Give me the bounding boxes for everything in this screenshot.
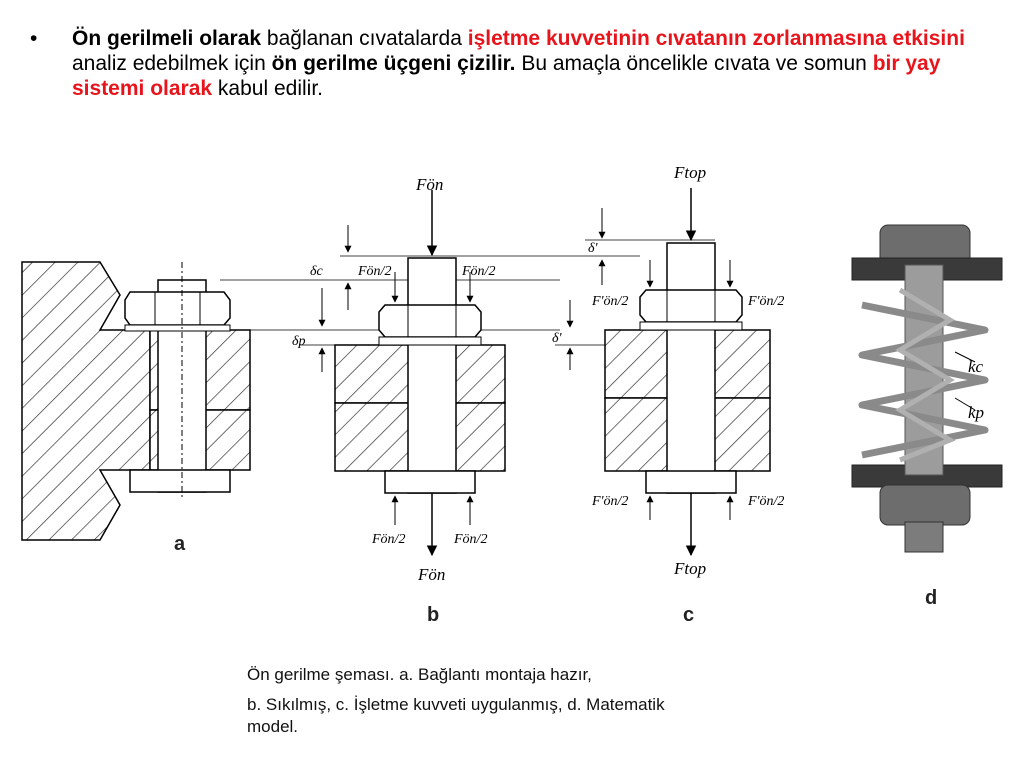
caption-line-2: b. Sıkılmış, c. İşletme kuvveti uygulanm… <box>247 695 665 714</box>
segment-normal: kabul edilir. <box>212 77 323 100</box>
inner-spring <box>895 287 956 463</box>
segment-normal: analiz edebilmek için <box>72 52 272 75</box>
bolt-head <box>645 470 737 494</box>
bullet-symbol: • <box>30 27 38 50</box>
panel-label-b: b <box>427 604 439 626</box>
panel-c <box>555 188 771 557</box>
segment-red: işletme kuvvetinin cıvatanın zorlanmasın… <box>467 27 965 50</box>
label-f-on-prime-c-br: F'ön/2 <box>747 494 784 509</box>
label-f-on-top: Fön <box>415 175 443 194</box>
segment-red: bir yay sistemi olarak <box>72 52 941 100</box>
label-f-on-half-b-tr: Fön/2 <box>461 264 495 279</box>
bullet-paragraph: • Ön gerilmeli olarak bağlanan cıvatalar… <box>30 26 990 101</box>
caption-line-3: model. <box>247 717 299 736</box>
bolt-shank <box>666 242 716 494</box>
segment-normal: Bu amaçla öncelikle cıvata ve somun <box>515 52 873 75</box>
label-f-on-half-b-tl: Fön/2 <box>357 264 391 279</box>
thread-stub <box>904 521 944 553</box>
panel-b <box>300 190 640 557</box>
label-k-c: kc <box>968 357 984 376</box>
segment-bold: Ön gerilmeli olarak <box>72 27 262 50</box>
label-f-on-half-b-br: Fön/2 <box>453 532 487 547</box>
nut <box>378 304 482 338</box>
label-delta-prime-top: δ' <box>588 241 599 256</box>
label-f-on-prime-c-bl: F'ön/2 <box>591 494 628 509</box>
label-delta-c: δc <box>310 264 324 279</box>
nut <box>639 289 743 323</box>
outer-spring <box>858 301 989 459</box>
bolt-shank <box>407 257 457 494</box>
label-f-on-bottom: Fön <box>417 565 445 584</box>
segment-bold: ön gerilme üçgeni çizilir. <box>271 52 516 75</box>
panel-d-spring-model <box>851 224 1003 553</box>
washer <box>124 324 231 332</box>
caption-line-1: Ön gerilme şeması. a. Bağlantı montaja h… <box>247 665 592 684</box>
label-f-on-prime-c-tl: F'ön/2 <box>591 294 628 309</box>
label-f-on-half-b-bl: Fön/2 <box>371 532 405 547</box>
bolt-head <box>129 469 231 493</box>
bolt-head <box>384 470 476 494</box>
bottom-cap <box>879 484 971 526</box>
label-f-top-top: Ftop <box>673 163 706 182</box>
label-k-p: kp <box>968 403 984 422</box>
washer <box>378 336 482 346</box>
bullet-text: Ön gerilmeli olarak bağlanan cıvatalarda… <box>72 26 990 101</box>
panel-a <box>21 261 560 541</box>
washer <box>639 321 743 331</box>
panel-label-c: c <box>683 604 694 626</box>
label-f-on-prime-c-tr: F'ön/2 <box>747 294 784 309</box>
nut <box>124 291 231 326</box>
label-delta-p: δp <box>292 334 306 349</box>
segment-normal: bağlanan cıvatalarda <box>261 27 468 50</box>
figure-caption: Ön gerilme şeması. a. Bağlantı montaja h… <box>247 664 807 738</box>
label-delta-prime-mid: δ' <box>552 331 563 346</box>
panel-label-a: a <box>174 533 186 555</box>
label-f-top-bottom: Ftop <box>673 559 706 578</box>
panel-label-d: d <box>925 587 937 609</box>
